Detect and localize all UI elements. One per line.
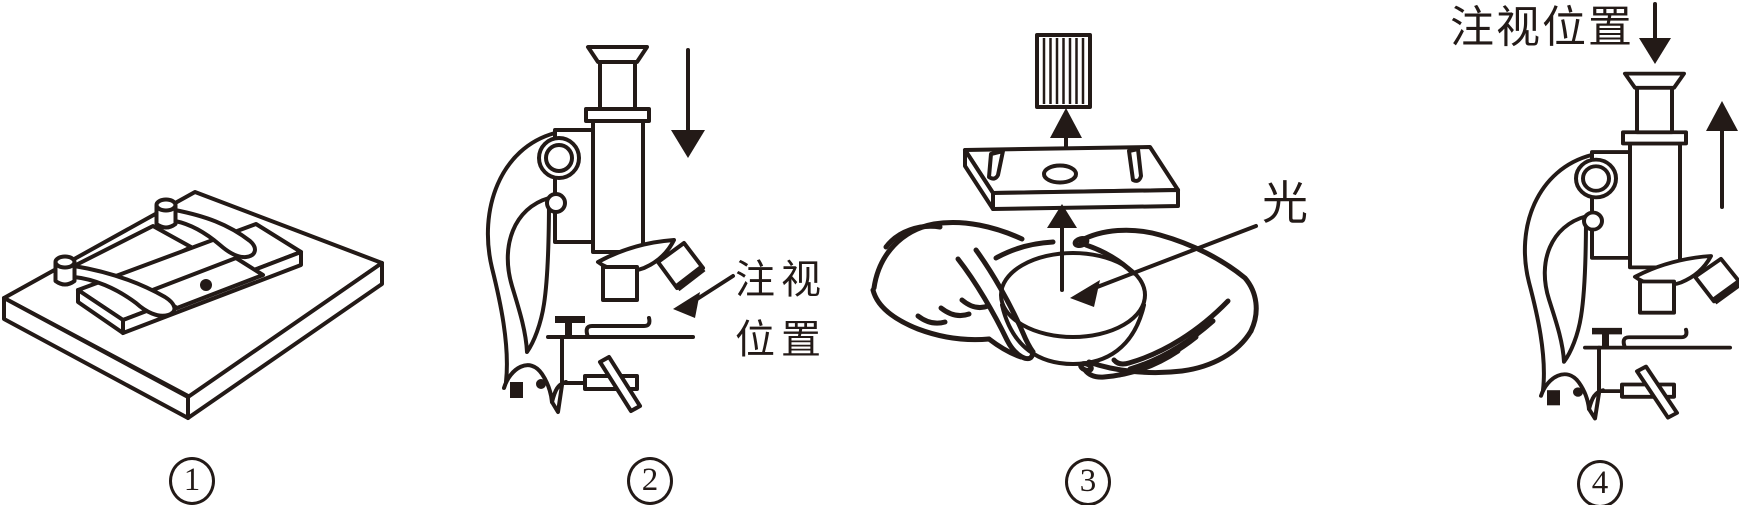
slide-aperture [1042, 163, 1078, 185]
downward-arrow-icon [1639, 2, 1671, 64]
microscope [488, 47, 703, 412]
light-label: 光 [1262, 178, 1308, 229]
step-marker-1: 1 [169, 457, 215, 505]
fingernail [1078, 361, 1094, 373]
panel1-illustration [2, 190, 384, 420]
fingernail [1072, 236, 1090, 248]
gaze-position-label-step2: 注视 位置 [735, 250, 827, 370]
slide-mark-left [987, 149, 1005, 181]
slide-left-face [963, 148, 995, 211]
clip-post-top [53, 254, 77, 270]
reflecting-mirror [999, 251, 1147, 366]
arrow-head [671, 130, 705, 158]
left-hand [870, 219, 1056, 362]
mirror-rim [1000, 303, 1146, 366]
stage-clip-back [154, 197, 257, 260]
panel2-illustration [440, 0, 735, 505]
gaze-label-line1: 注视 [735, 257, 827, 302]
right-hand [1072, 227, 1259, 380]
hatching-lines [1042, 38, 1085, 104]
pointer-line [1090, 224, 1258, 291]
downward-arrow-icon [671, 48, 705, 158]
microscope [1525, 74, 1739, 419]
panel3-illustration [870, 33, 1259, 380]
step-marker-3: 3 [1065, 458, 1111, 505]
specimen-dot [200, 279, 212, 291]
pointer-head [673, 292, 700, 318]
upward-arrow-to-slide [1047, 204, 1077, 292]
arrow-head [1047, 204, 1077, 228]
clip-arm [173, 208, 257, 260]
slide-left-face [76, 288, 125, 335]
step-marker-4: 4 [1577, 460, 1623, 505]
arrow-head [1639, 38, 1671, 64]
upward-arrow-to-block [1050, 108, 1082, 152]
gaze-position-label-step4: 注视位置 [1450, 3, 1634, 52]
gaze-pointer-arrow [673, 274, 735, 318]
gaze-label-line2: 位置 [735, 317, 827, 362]
pointer-line [692, 274, 735, 303]
stage-clip-left [53, 254, 177, 318]
mirror-face [999, 251, 1147, 339]
upward-arrow-icon [1706, 101, 1738, 209]
light-pointer-arrow [1070, 224, 1258, 307]
arrow-head [1706, 101, 1738, 131]
arrow-head [1050, 108, 1082, 138]
pointer-head [1070, 280, 1100, 307]
step-marker-2: 2 [627, 457, 673, 505]
hatched-block-frame [1035, 33, 1092, 109]
slide-mark-right [1127, 147, 1143, 183]
panel4-illustration [1300, 2, 1739, 505]
slide-front-face [991, 188, 1180, 211]
clip-arm [72, 264, 177, 318]
stage-front-right-face [186, 261, 384, 420]
clip-post-top [154, 197, 178, 213]
glass-slide [963, 145, 1180, 211]
objective-hatched-block [1035, 33, 1092, 109]
